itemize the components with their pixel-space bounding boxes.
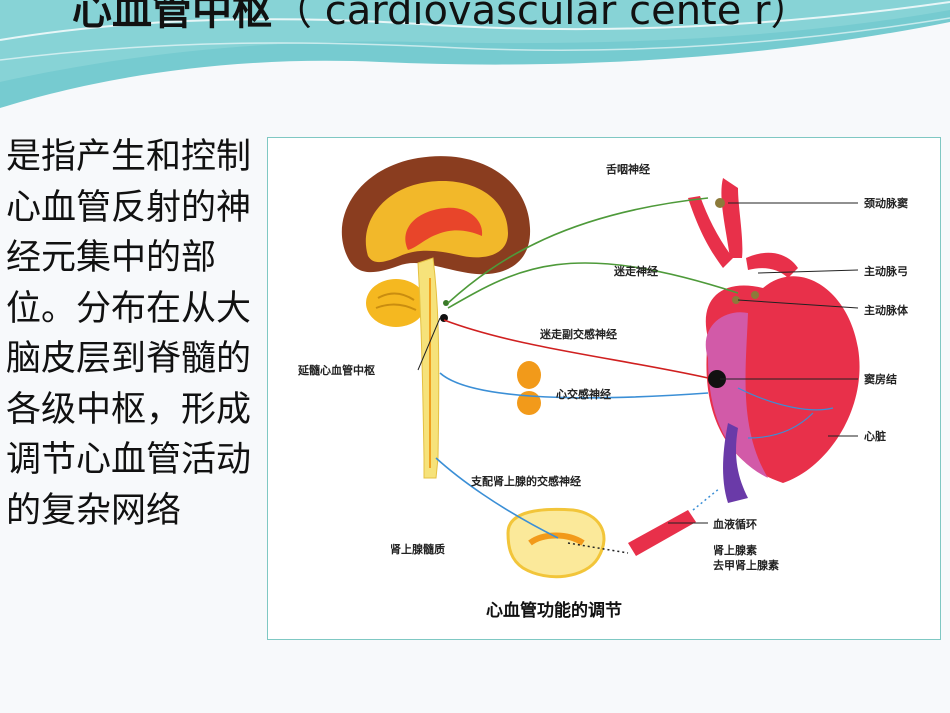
- label-sinoatrial-node: 窦房结: [864, 372, 897, 386]
- label-vagus: 迷走神经: [613, 264, 658, 278]
- label-glossopharyngeal: 舌咽神经: [606, 162, 650, 176]
- label-vagus-parasympathetic: 迷走副交感神经: [539, 327, 617, 341]
- sympathetic-ganglion: [517, 361, 541, 415]
- figure-caption: 心血管功能的调节: [486, 600, 622, 621]
- slide-title: 心血管中枢（ cardiovascular cente r）: [72, 0, 932, 40]
- label-hormones-line-2: 去甲肾上腺素: [713, 558, 779, 572]
- label-heart: 心脏: [864, 429, 886, 443]
- label-adrenal-medulla: 肾上腺髓质: [390, 542, 445, 556]
- label-aortic-arch: 主动脉弓: [864, 264, 908, 278]
- blood-vessel: [628, 510, 696, 556]
- cardiovascular-regulation-figure: 舌咽神经 颈动脉窦 迷走神经 主动脉弓 主动脉体 迷走副交感神经 延髓心血管中枢…: [267, 137, 941, 640]
- label-adrenal-sympathetic: 支配肾上腺的交感神经: [470, 474, 581, 488]
- adrenal-gland: [506, 507, 606, 579]
- label-aortic-body: 主动脉体: [864, 303, 909, 317]
- label-hormones-line-1: 肾上腺素: [713, 543, 757, 557]
- slide-body-text: 是指产生和控制心血管反射的神经元集中的部位。分布在从大脑皮层到脊髓的各级中枢，形…: [6, 137, 252, 531]
- heart-illustration: [688, 178, 860, 503]
- label-medulla-center: 延髓心血管中枢: [297, 363, 375, 377]
- label-carotid-sinus: 颈动脉窦: [864, 196, 908, 210]
- brain-illustration: [341, 156, 531, 327]
- title-english: （ cardiovascular cente r）: [272, 0, 811, 34]
- label-circulation: 血液循环: [713, 517, 757, 531]
- spinal-cord: [417, 257, 440, 479]
- regulation-diagram: 舌咽神经 颈动脉窦 迷走神经 主动脉弓 主动脉体 迷走副交感神经 延髓心血管中枢…: [297, 156, 909, 621]
- title-chinese: 心血管中枢: [72, 0, 272, 34]
- label-hormones: 肾上腺素 去甲肾上腺素: [713, 543, 779, 572]
- label-sympathetic: 心交感神经: [556, 387, 611, 401]
